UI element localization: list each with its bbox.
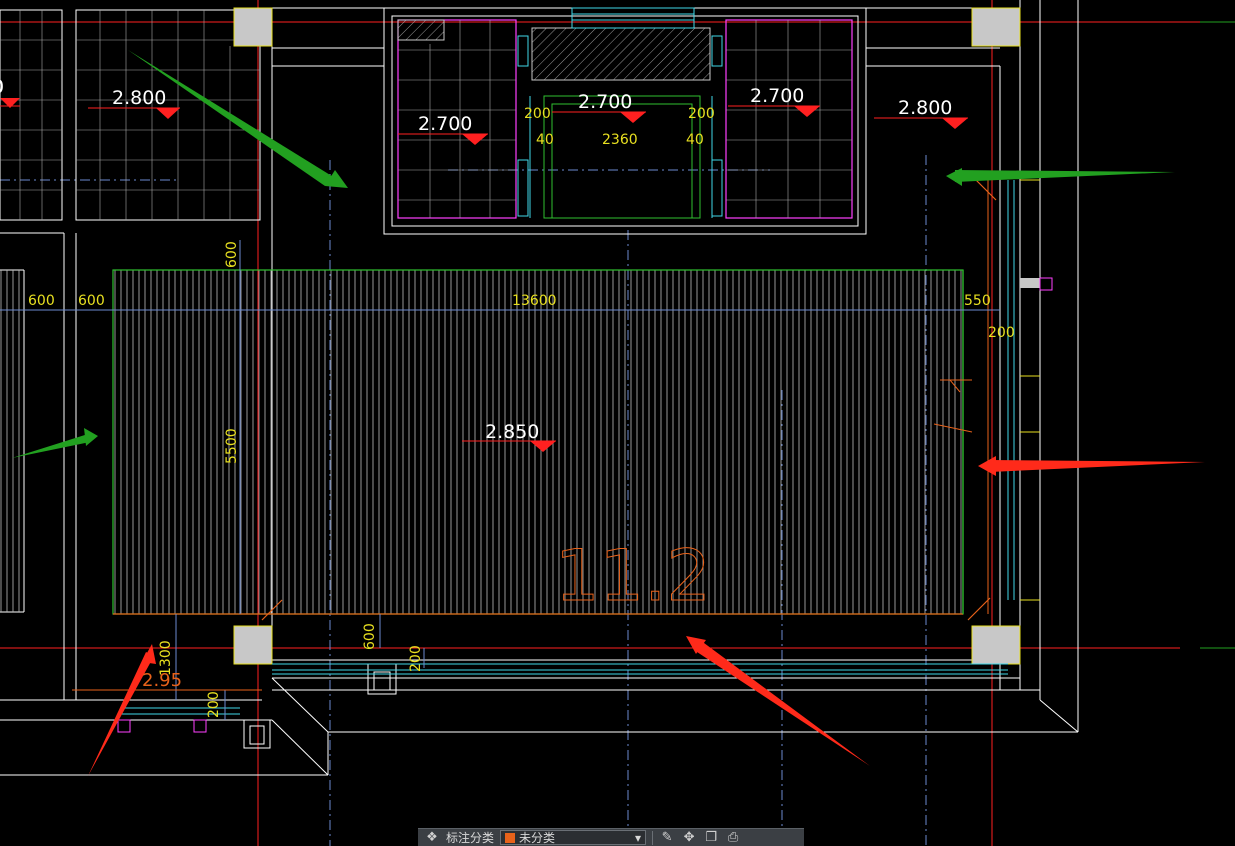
elevation-text: 2.700 (578, 91, 632, 113)
elevation-text: 2.800 (898, 97, 952, 119)
annotation-arrows (12, 50, 1205, 776)
move-icon[interactable]: ✥ (683, 830, 695, 845)
print-icon[interactable]: ⎙ (727, 830, 739, 845)
toolbar-divider (652, 830, 654, 845)
annotation-toolbar: ❖ 标注分类 未分类 ▾ ✎ ✥ ❐ ⎙ (418, 828, 804, 846)
magenta-box (1039, 277, 1053, 291)
columns (233, 7, 1021, 665)
dim-text: 550 (964, 293, 991, 309)
dim-text: 600 (28, 293, 55, 309)
dim-text: 40 (686, 132, 704, 148)
dim-text: 1300 (158, 640, 174, 676)
elevation-text: 2.700 (418, 113, 472, 135)
dimension-labels: 600 600 13600 550 200 600 5500 200 200 4… (28, 106, 1015, 718)
ceiling-grid (0, 10, 260, 220)
room-number: 11.2 (555, 535, 711, 617)
magenta-box (117, 719, 131, 733)
dim-text: 2360 (602, 132, 638, 148)
dim-text: 200 (524, 106, 551, 122)
elevation-text: 2.800 (112, 87, 166, 109)
magenta-box (193, 719, 207, 733)
window-frames (1020, 179, 1040, 601)
chevron-down-icon: ▾ (634, 830, 642, 845)
small-label: 2.95 (142, 670, 182, 691)
elevation-text: 2.700 (750, 85, 804, 107)
annotation-mark (933, 379, 973, 433)
dimension-ticks (261, 179, 997, 621)
dim-text: 200 (688, 106, 715, 122)
layer-category-select[interactable]: 未分类 ▾ (500, 830, 647, 845)
dimension-lines (0, 240, 1000, 720)
dim-text: 200 (206, 691, 222, 718)
elevation-text: 0 (0, 76, 4, 98)
dim-text: 600 (224, 241, 240, 268)
dim-text: 600 (362, 623, 378, 650)
dim-text: 40 (536, 132, 554, 148)
curtain-wall (120, 180, 1015, 715)
dim-text: 600 (78, 293, 105, 309)
layer-category-label: 标注分类 (446, 831, 495, 845)
column-small (1020, 278, 1040, 288)
left-hall-ceiling (0, 270, 24, 612)
layer-manager-icon[interactable]: ❖ (426, 830, 438, 845)
elevation-text: 2.850 (485, 421, 539, 443)
edit-pencil-icon[interactable]: ✎ (661, 830, 673, 845)
layer-color-swatch (505, 832, 516, 843)
dim-text: 13600 (512, 293, 557, 309)
elevation-labels: 0 2.800 2.700 2.700 2.700 2.800 2.850 (0, 76, 952, 443)
elevation-markers (0, 98, 968, 452)
dim-text: 200 (408, 645, 424, 672)
layer-category-value: 未分类 (519, 831, 556, 845)
stair-block (397, 7, 853, 219)
dim-text: 5500 (224, 428, 240, 464)
copy-icon[interactable]: ❐ (705, 830, 717, 845)
dim-text: 200 (988, 325, 1015, 341)
